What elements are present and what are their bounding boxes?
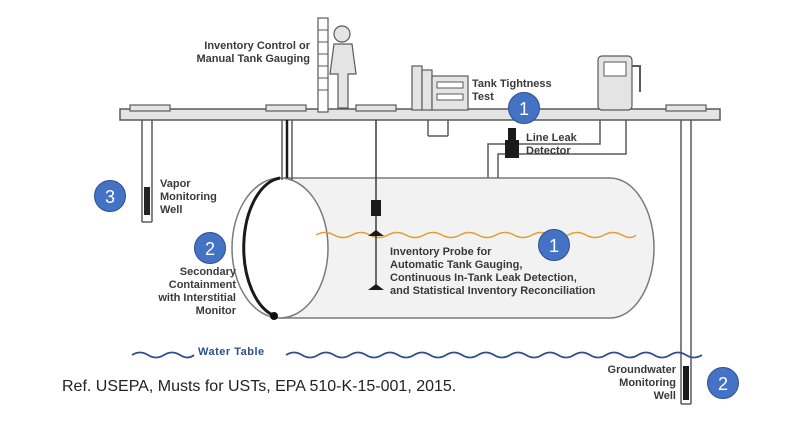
fuel-dispenser-icon: [597, 55, 641, 111]
label-line: Continuous In-Tank Leak Detection,: [390, 272, 577, 284]
label-line: Automatic Tank Gauging,: [390, 259, 523, 271]
label-inventory-probe: Inventory Probe for Automatic Tank Gaugi…: [390, 246, 595, 298]
label-line: Inventory Probe for: [390, 246, 492, 258]
label-line: Well: [160, 204, 183, 216]
label-line: Line Leak: [526, 132, 577, 144]
label-line: with Interstitial: [158, 292, 236, 304]
label-line: Groundwater: [607, 364, 676, 376]
label-tank-tightness: Tank Tightness Test: [472, 78, 552, 104]
reference-citation: Ref. USEPA, Musts for USTs, EPA 510-K-15…: [62, 378, 457, 395]
water-table-label: Water Table: [198, 346, 265, 358]
badge-vapor-well: 3: [94, 180, 126, 212]
water-table-line-right: [285, 351, 703, 359]
label-vapor-well: Vapor Monitoring Well: [160, 178, 217, 217]
label-line: Monitoring: [160, 191, 217, 203]
label-line: Containment: [168, 279, 236, 291]
label-line: Monitor: [195, 305, 236, 317]
label-line: Monitoring: [619, 377, 676, 389]
inventory-probe: [355, 104, 397, 290]
badge-secondary-containment: 2: [194, 232, 226, 264]
vapor-monitoring-well: [129, 104, 171, 223]
label-inventory-control: Inventory Control or Manual Tank Gauging: [170, 40, 310, 66]
label-line: Secondary: [179, 266, 236, 278]
badge-tank-tightness: 1: [508, 92, 540, 124]
product-piping: [487, 120, 627, 178]
label-line: Detector: [526, 145, 571, 157]
label-secondary-containment: Secondary Containment with Interstitial …: [120, 266, 236, 318]
interstitial-monitor-pipe: [265, 104, 307, 180]
groundwater-monitoring-well: [665, 104, 707, 405]
label-groundwater-well: Groundwater Monitoring Well: [560, 364, 676, 403]
ground-surface: [119, 108, 721, 121]
label-line: Inventory Control or: [204, 40, 310, 52]
label-line: Well: [653, 390, 676, 402]
badge-inventory-probe: 1: [538, 229, 570, 261]
label-line: Test: [472, 91, 494, 103]
badge-groundwater-well: 2: [707, 367, 739, 399]
label-line: Tank Tightness: [472, 78, 552, 90]
label-line: Vapor: [160, 178, 191, 190]
label-line: Manual Tank Gauging: [196, 53, 310, 65]
manual-gauging-person: [317, 17, 357, 113]
label-line: and Statistical Inventory Reconciliation: [390, 285, 596, 297]
water-table-line: [131, 351, 195, 359]
tank-tightness-tester: [411, 65, 469, 137]
label-line-leak-detector: Line Leak Detector: [526, 132, 577, 158]
